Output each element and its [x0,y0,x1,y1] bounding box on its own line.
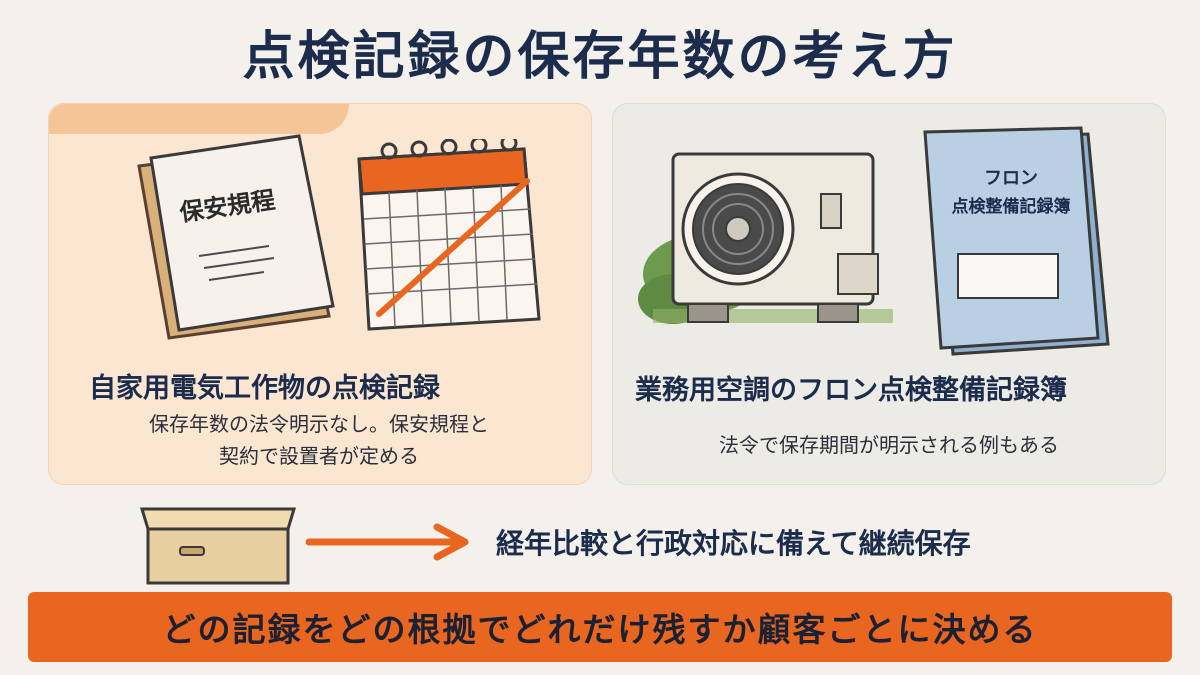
conclusion-banner-text: どの記録をどの根拠でどれだけ残すか顧客ごとに決める [162,610,1038,649]
panel-tab-decoration [49,104,349,134]
page-title: 点検記録の保存年数の考え方 [242,27,958,87]
subtext-line-1: 保存年数の法令明示なし。保安規程と [149,412,489,436]
calendar-icon [357,139,541,331]
continuous-storage-text: 経年比較と行政対応に備えて継続保存 [496,527,971,560]
record-binder-icon: フロン 点検整備記録簿 [923,126,1110,356]
storage-box-icon [139,507,297,585]
binder-label-line-1: フロン [984,168,1038,189]
fluorocarbon-heading: 業務用空調のフロン点検整備記録簿 [635,375,1067,406]
arrow-right-icon [305,523,469,561]
conclusion-banner: どの記録をどの根拠でどれだけ残すか顧客ごとに決める [28,592,1172,662]
private-electrical-records-panel: 保安規程 自家用電気工作物の点検記録 保存年数の法令明示なし。保安規程と 契約で… [48,103,592,485]
rulebook-icon: 保安規程 [137,134,335,340]
air-conditioner-unit-icon [638,152,893,324]
binder-label-line-2: 点検整備記録簿 [952,196,1071,217]
private-electrical-heading: 自家用電気工作物の点検記録 [89,373,440,404]
fluorocarbon-subtext: 法令で保存期間が明示される例もある [719,433,1059,457]
private-electrical-subtext: 保存年数の法令明示なし。保安規程と 契約で設置者が定める [69,408,569,472]
fluorocarbon-records-panel: フロン 点検整備記録簿 業務用空調のフロン点検整備記録簿 法令で保存期間が明示さ… [612,103,1166,485]
subtext-line-2: 契約で設置者が定める [219,444,419,468]
